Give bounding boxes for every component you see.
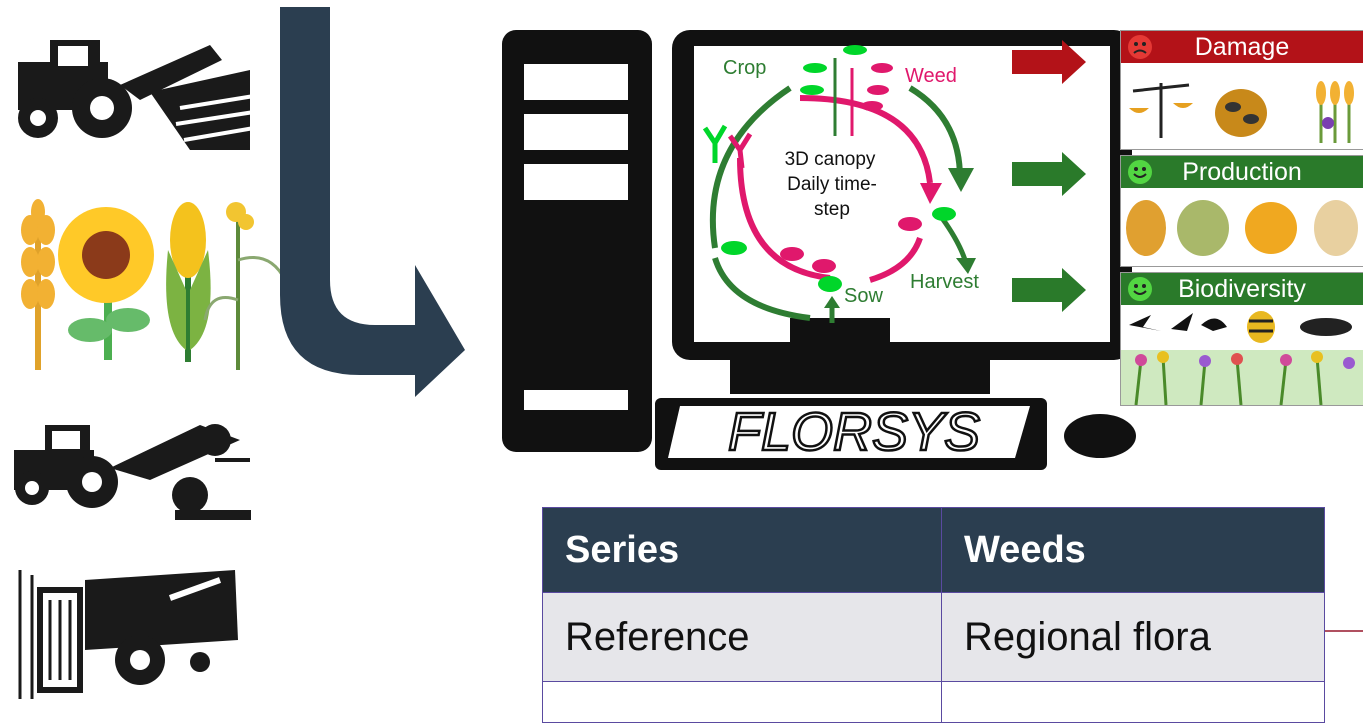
cycle-center-line3: step: [814, 199, 850, 220]
table-header-row: Series Weeds: [542, 507, 1325, 593]
production-box: Production: [1120, 155, 1363, 267]
damage-illustration: [1129, 81, 1354, 143]
weed-label: Weed: [905, 65, 957, 87]
damage-box: Damage: [1120, 30, 1363, 150]
damage-arrow: [1012, 40, 1086, 84]
cycle-center-line2: Daily time-: [787, 174, 877, 195]
biodiversity-header: Biodiversity: [1121, 273, 1363, 305]
damage-header: Damage: [1121, 31, 1363, 63]
production-arrow: [1012, 152, 1086, 196]
happy-face-icon: [1128, 160, 1152, 184]
cell-weeds: Regional flora: [941, 592, 1325, 682]
tractor-sower-icon: [14, 424, 251, 520]
biodiversity-label: Biodiversity: [1178, 275, 1306, 303]
biodiversity-box: Biodiversity: [1120, 272, 1363, 406]
biodiversity-illustration: [1121, 311, 1363, 405]
cycle-center-line1: 3D canopy: [785, 149, 876, 170]
biodiversity-arrow: [1012, 268, 1086, 312]
tractor-plough-icon: [18, 40, 255, 150]
harvest-label: Harvest: [910, 271, 979, 293]
sow-label: Sow: [844, 285, 883, 307]
table-row-partial: [542, 681, 1325, 723]
crop-label: Crop: [723, 57, 766, 79]
happy-face-icon: [1128, 277, 1152, 301]
connector-line: [1325, 630, 1363, 632]
table-row: Reference Regional flora: [542, 592, 1325, 682]
florsys-logo: FLORSYS: [728, 402, 980, 462]
production-label: Production: [1182, 158, 1302, 186]
combine-harvester-icon: [18, 570, 238, 699]
header-weeds: Weeds: [941, 507, 1325, 593]
sad-face-icon: [1128, 35, 1152, 59]
series-table: Series Weeds Reference Regional flora: [542, 507, 1325, 723]
production-illustration: [1126, 200, 1358, 256]
output-arrows: [1012, 40, 1086, 312]
cell-series: Reference: [542, 592, 942, 682]
crops-icon: [21, 199, 287, 370]
computer-illustration: Crop Weed 3D canopy Daily time- step Sow…: [502, 30, 1136, 470]
production-header: Production: [1121, 156, 1363, 188]
input-arrow: [280, 7, 465, 397]
header-series: Series: [542, 507, 942, 593]
management-icons: [14, 40, 287, 699]
damage-label: Damage: [1194, 33, 1290, 61]
